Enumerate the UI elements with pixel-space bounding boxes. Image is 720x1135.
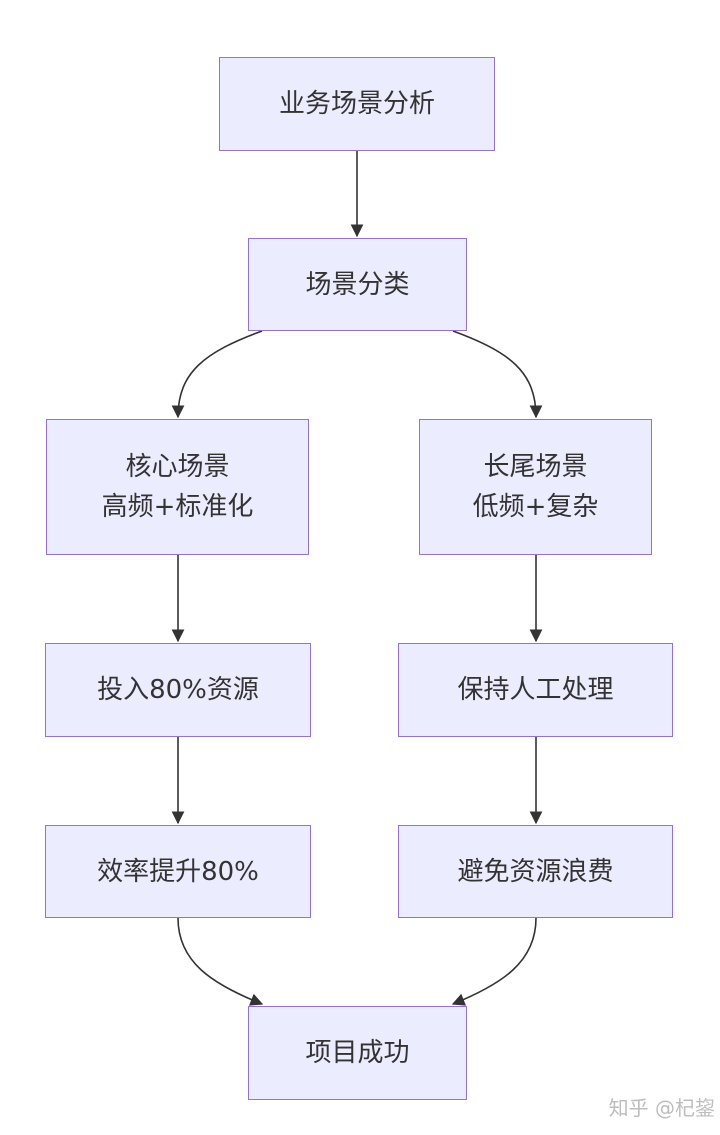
- node-long-tail-scenario: 长尾场景 低频+复杂: [419, 419, 652, 555]
- node-efficiency-improvement: 效率提升80%: [45, 825, 311, 918]
- node-label: 场景分类: [305, 269, 410, 300]
- node-label: 投入80%资源: [97, 675, 259, 705]
- edge-efficiency-to-success: [177, 917, 264, 1006]
- node-scenario-classification: 场景分类: [248, 238, 467, 331]
- node-label: 保持人工处理: [457, 675, 614, 705]
- node-core-scenario: 核心场景 高频+标准化: [46, 419, 309, 555]
- node-business-scenario-analysis: 业务场景分析: [219, 57, 495, 151]
- edge-classify-to-longtail: [452, 330, 543, 419]
- edge-classify-to-core: [171, 330, 263, 419]
- node-invest-resources: 投入80%资源: [45, 643, 311, 737]
- node-label: 效率提升80%: [97, 856, 259, 887]
- node-label: 低频+复杂: [472, 492, 599, 522]
- node-label: 避免资源浪费: [457, 856, 614, 887]
- node-project-success: 项目成功: [248, 1006, 467, 1100]
- node-avoid-waste: 避免资源浪费: [398, 825, 673, 918]
- node-label: 业务场景分析: [278, 89, 435, 119]
- node-label: 长尾场景: [483, 452, 588, 482]
- watermark: 知乎 @杞鋆: [608, 1096, 715, 1120]
- node-keep-manual: 保持人工处理: [398, 643, 673, 737]
- node-label: 核心场景: [125, 452, 230, 482]
- edge-avoid-waste-to-success: [451, 917, 537, 1006]
- node-label: 项目成功: [305, 1038, 410, 1068]
- node-label: 高频+标准化: [101, 492, 254, 522]
